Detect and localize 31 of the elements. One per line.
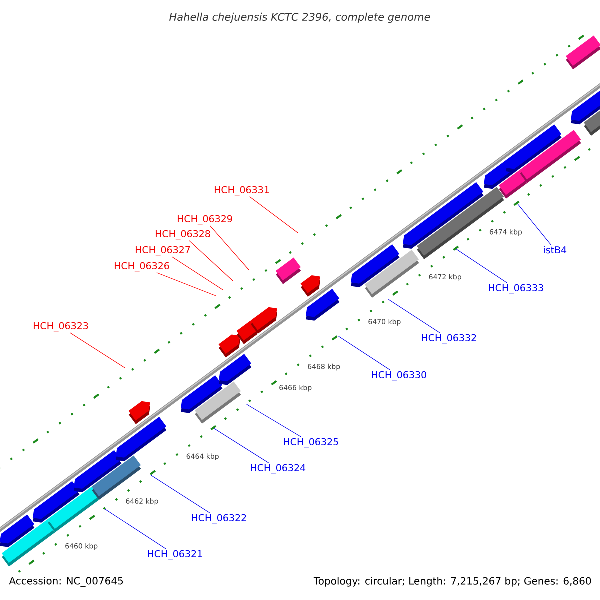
leader-line	[70, 332, 126, 368]
gene-label: HCH_06325	[284, 438, 338, 448]
gene-label: HCH_06330	[372, 371, 426, 381]
leader-line	[156, 272, 216, 296]
leader-line	[518, 204, 552, 246]
leader-line	[456, 249, 508, 284]
gene-label: HCH_06323	[34, 322, 88, 332]
accession-text: Accession: NC_007645	[9, 577, 124, 587]
leader-line	[172, 256, 224, 290]
gene-label: HCH_06331	[214, 186, 270, 196]
leader-line	[189, 240, 234, 282]
gene-label: HCH_06327	[136, 246, 190, 256]
gene-label: istB4	[544, 246, 567, 254]
gene-label: HCH_06328	[156, 230, 210, 240]
genome-info-text: Topology: circular; Length: 7,215,267 bp; Genes: 6,860	[314, 577, 592, 587]
gene-label: HCH_06324	[251, 464, 306, 474]
gene-label: HCH_06322	[192, 514, 246, 524]
leader-line	[104, 509, 167, 550]
gene-label: HCH_06329	[178, 215, 232, 225]
leader-line	[388, 299, 440, 334]
leader-line	[250, 196, 298, 234]
leader-line	[338, 336, 391, 370]
leader-line	[150, 475, 210, 514]
leader-line	[210, 226, 250, 270]
gene-label: HCH_06333	[489, 284, 544, 294]
gene-label: HCH_06326	[114, 262, 170, 272]
gene-label: HCH_06321	[148, 550, 202, 560]
leader-line	[246, 404, 302, 438]
map-title: Hahella chejuensis KCTC 2396, complete genome	[170, 12, 430, 24]
gene-label: HCH_06332	[422, 334, 476, 344]
leader-line	[214, 428, 270, 464]
